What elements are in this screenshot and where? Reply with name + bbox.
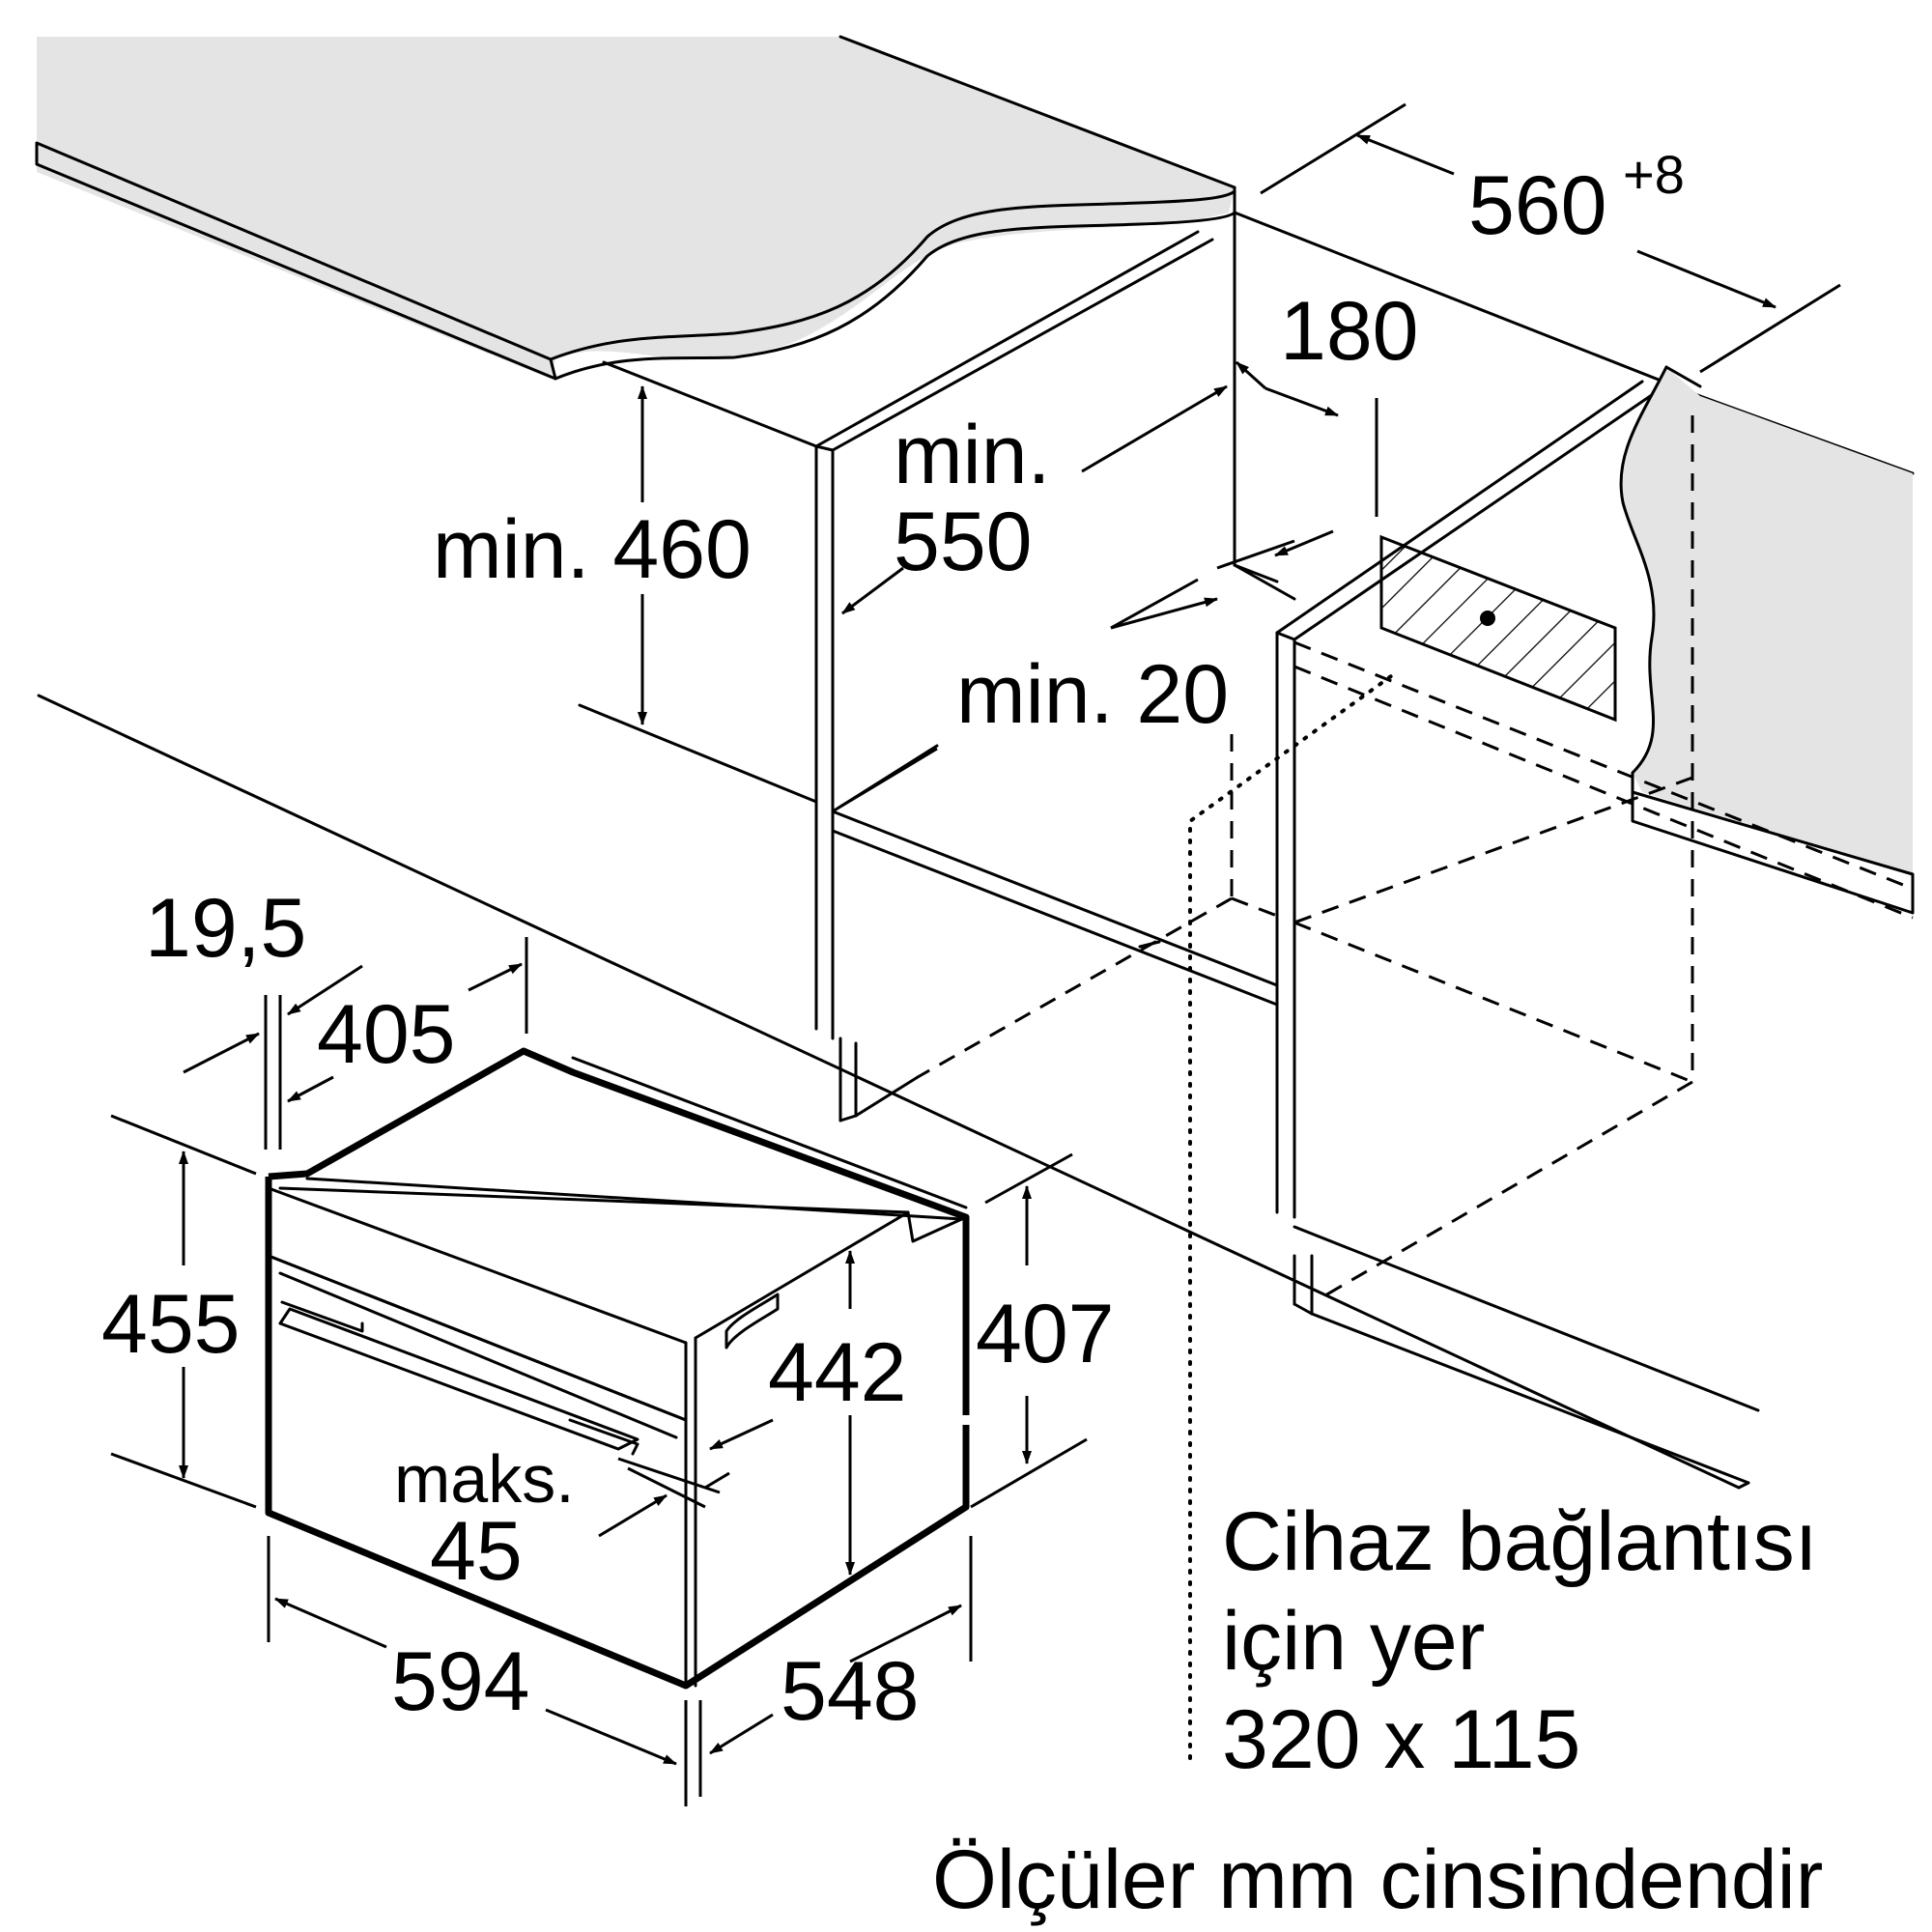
- label-maks-45: 45: [430, 1505, 523, 1598]
- label-560: 560: [1468, 159, 1607, 252]
- label-407: 407: [976, 1288, 1115, 1380]
- label-min-20: min. 20: [956, 648, 1229, 741]
- label-maks: maks.: [394, 1441, 575, 1517]
- label-455: 455: [101, 1278, 241, 1371]
- label-548: 548: [781, 1645, 920, 1738]
- label-min-550-a: min.: [894, 409, 1050, 501]
- connection-note-line2: için yer: [1222, 1595, 1485, 1688]
- label-180: 180: [1280, 285, 1419, 378]
- connection-area: [1379, 534, 1617, 723]
- label-594: 594: [391, 1635, 530, 1728]
- cabinet-niche: [37, 211, 1915, 1490]
- built-in-appliance: [265, 1047, 970, 1690]
- label-560-tolerance: +8: [1623, 144, 1685, 205]
- connection-note-line3: 320 x 115: [1222, 1693, 1580, 1786]
- label-19-5: 19,5: [145, 882, 306, 975]
- niche-dashed-outline: [917, 415, 1914, 1301]
- label-min-550-b: 550: [894, 496, 1033, 588]
- countertop-left: [35, 35, 1236, 381]
- cable-route-dotted: [1188, 674, 1393, 1760]
- units-note: Ölçüler mm cinsindendir: [932, 1833, 1823, 1926]
- dimension-lines: [110, 102, 1841, 1806]
- connection-note-line1: Cihaz bağlantısı: [1222, 1495, 1818, 1588]
- label-442: 442: [768, 1326, 907, 1419]
- label-min-460: min. 460: [433, 503, 752, 596]
- label-405: 405: [317, 988, 456, 1081]
